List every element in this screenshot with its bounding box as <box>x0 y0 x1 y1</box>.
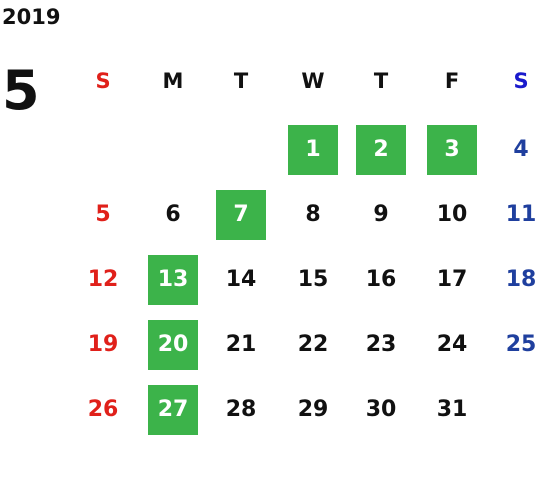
day-cell-highlighted[interactable]: 3 <box>422 125 482 175</box>
weekday-header-sun: S <box>95 69 111 93</box>
day-number: 22 <box>297 332 329 357</box>
day-number: 14 <box>225 267 257 292</box>
day-number: 29 <box>297 397 329 422</box>
day-cell-highlighted[interactable]: 27 <box>143 385 203 435</box>
day-cell[interactable]: 31 <box>422 385 482 435</box>
day-number: 15 <box>297 267 329 292</box>
day-cell[interactable]: 12 <box>73 255 133 305</box>
day-cell[interactable]: 16 <box>351 255 411 305</box>
day-cell[interactable]: 29 <box>283 385 343 435</box>
day-cell-highlighted[interactable]: 1 <box>283 125 343 175</box>
day-number: 16 <box>365 267 397 292</box>
day-number: 11 <box>505 202 537 227</box>
weekday-header-tue: T <box>233 69 249 93</box>
day-number: 25 <box>505 332 537 357</box>
day-cell[interactable]: 5 <box>73 190 133 240</box>
day-cell-highlighted[interactable]: 2 <box>351 125 411 175</box>
day-cell[interactable]: 26 <box>73 385 133 435</box>
day-number: 30 <box>365 397 397 422</box>
day-cell-highlighted[interactable]: 20 <box>143 320 203 370</box>
day-number: 7 <box>233 202 249 227</box>
day-number: 21 <box>225 332 257 357</box>
day-number: 6 <box>165 202 181 227</box>
weekday-header-fri: F <box>444 69 460 93</box>
day-number: 19 <box>87 332 119 357</box>
day-cell[interactable]: 25 <box>491 320 548 370</box>
day-number: 27 <box>157 397 189 422</box>
day-cell-highlighted[interactable]: 13 <box>143 255 203 305</box>
day-number: 20 <box>157 332 189 357</box>
day-number: 23 <box>365 332 397 357</box>
day-number: 28 <box>225 397 257 422</box>
day-number: 26 <box>87 397 119 422</box>
day-cell[interactable]: 24 <box>422 320 482 370</box>
day-cell[interactable]: 11 <box>491 190 548 240</box>
day-number: 3 <box>444 137 460 162</box>
day-number: 31 <box>436 397 468 422</box>
day-number: 13 <box>157 267 189 292</box>
day-number: 12 <box>87 267 119 292</box>
day-cell[interactable]: 6 <box>143 190 203 240</box>
day-number: 1 <box>305 137 321 162</box>
day-cell[interactable]: 21 <box>211 320 271 370</box>
day-cell[interactable]: 30 <box>351 385 411 435</box>
day-cell[interactable]: 17 <box>422 255 482 305</box>
day-cell[interactable]: 22 <box>283 320 343 370</box>
day-cell[interactable]: 14 <box>211 255 271 305</box>
day-number: 18 <box>505 267 537 292</box>
day-cell[interactable]: 19 <box>73 320 133 370</box>
day-cell[interactable]: 28 <box>211 385 271 435</box>
day-cell-highlighted[interactable]: 7 <box>211 190 271 240</box>
weekday-header-mon: M <box>162 69 184 93</box>
day-cell[interactable]: 8 <box>283 190 343 240</box>
day-number: 10 <box>436 202 468 227</box>
day-cell[interactable]: 23 <box>351 320 411 370</box>
day-number: 2 <box>373 137 389 162</box>
day-number: 9 <box>373 202 389 227</box>
day-cell[interactable]: 15 <box>283 255 343 305</box>
day-number: 17 <box>436 267 468 292</box>
weekday-header-sat: S <box>513 69 529 93</box>
day-number: 24 <box>436 332 468 357</box>
day-cell[interactable]: 9 <box>351 190 411 240</box>
day-number: 8 <box>305 202 321 227</box>
day-cell[interactable]: 4 <box>491 125 548 175</box>
month-number: 5 <box>2 59 40 122</box>
day-cell[interactable]: 10 <box>422 190 482 240</box>
weekday-header-wed: W <box>301 69 325 93</box>
year-label: 2019 <box>2 5 61 29</box>
day-number: 4 <box>513 137 529 162</box>
day-cell[interactable]: 18 <box>491 255 548 305</box>
weekday-header-thu: T <box>373 69 389 93</box>
day-number: 5 <box>95 202 111 227</box>
